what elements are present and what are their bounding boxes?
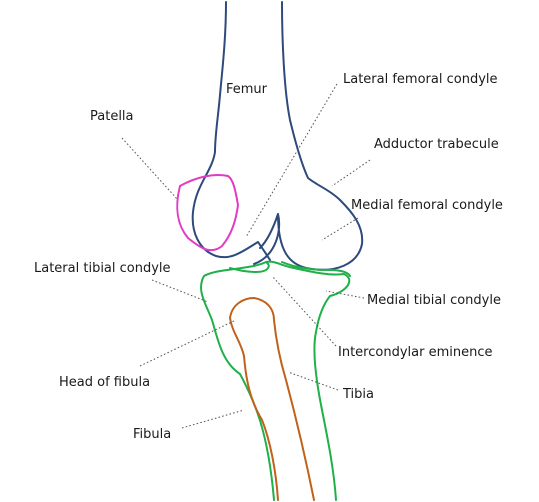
leader-patella: [121, 137, 179, 201]
leader-medial-tibial-condyle: [325, 290, 365, 299]
leader-fibula: [181, 409, 245, 429]
label-intercondylar-eminence: Intercondylar eminence: [338, 345, 492, 360]
label-fibula: Fibula: [133, 427, 171, 442]
label-medial-femoral-condyle: Medial femoral condyle: [351, 198, 503, 213]
leader-medial-femoral-condyle: [321, 217, 359, 241]
leader-lateral-femoral-condyle: [245, 83, 338, 238]
label-patella: Patella: [90, 109, 134, 124]
leader-head-of-fibula: [139, 319, 237, 367]
leader-lateral-tibial-condyle: [151, 279, 209, 303]
label-adductor-trabecule: Adductor trabecule: [374, 137, 499, 152]
leader-adductor-trabecule: [331, 159, 371, 187]
label-femur: Femur: [226, 82, 268, 97]
leader-intercondylar-eminence: [271, 275, 337, 347]
leader-tibia: [287, 371, 339, 391]
label-lateral-tibial-condyle: Lateral tibial condyle: [34, 261, 171, 276]
patella-outline: [176, 174, 239, 252]
label-tibia: Tibia: [342, 387, 374, 402]
label-head-of-fibula: Head of fibula: [59, 375, 150, 390]
tibia-outline: [200, 260, 351, 501]
femur-outline: [191, 1, 364, 271]
fibula-outline: [229, 297, 315, 501]
label-lateral-femoral-condyle: Lateral femoral condyle: [343, 72, 498, 87]
label-medial-tibial-condyle: Medial tibial condyle: [367, 293, 501, 308]
